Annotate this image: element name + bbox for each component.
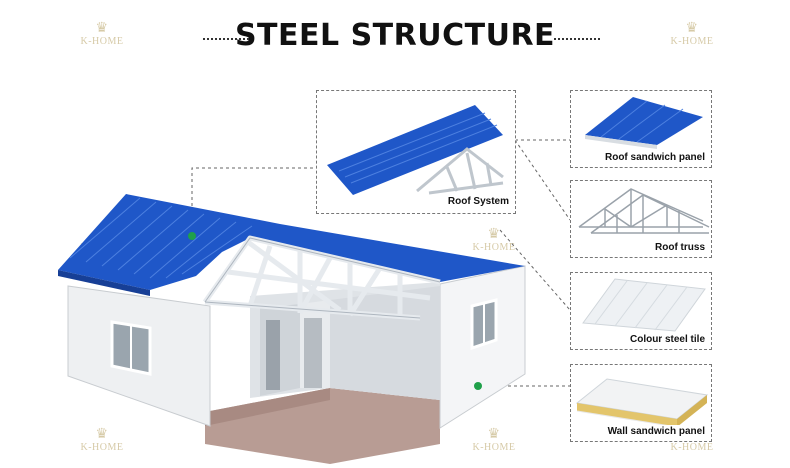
- watermark-logo: ♛K-HOME: [72, 21, 132, 48]
- roof-sandwich-panel-label: Roof sandwich panel: [604, 152, 705, 163]
- house-illustration: [58, 194, 526, 464]
- title-dots-left: [203, 38, 249, 40]
- house-right-wall: [439, 265, 526, 429]
- colour-steel-tile-box: Colour steel tile: [570, 272, 712, 350]
- wall-sandwich-panel-box: Wall sandwich panel: [570, 364, 712, 442]
- roof-sandwich-panel-illustration: [585, 97, 703, 149]
- watermark-logo: ♛K-HOME: [464, 227, 524, 254]
- house-roof: [58, 194, 525, 290]
- roof-system-box: Roof System: [316, 90, 516, 214]
- colour-steel-tile-label: Colour steel tile: [629, 334, 705, 345]
- roof-callout-dot: [188, 232, 196, 240]
- crown-icon: ♛: [685, 21, 699, 36]
- wall-callout-dot: [474, 382, 482, 390]
- roof-truss-label: Roof truss: [655, 242, 705, 253]
- roof-truss-box: Roof truss: [570, 180, 712, 258]
- crown-icon: ♛: [487, 227, 501, 242]
- page-title: STEEL STRUCTURE: [234, 18, 556, 53]
- wall-sandwich-panel-label: Wall sandwich panel: [607, 426, 705, 437]
- colour-steel-tile-illustration: [582, 278, 706, 332]
- title-dots-right: [554, 38, 600, 40]
- crown-icon: ♛: [95, 427, 109, 442]
- wall-sandwich-panel-illustration: [575, 378, 709, 425]
- roof-truss-illustration: [578, 188, 710, 234]
- roof-sandwich-panel-box: Roof sandwich panel: [570, 90, 712, 168]
- watermark-logo: ♛K-HOME: [72, 427, 132, 454]
- crown-icon: ♛: [487, 427, 501, 442]
- crown-icon: ♛: [95, 21, 109, 36]
- roof-system-label: Roof System: [447, 196, 509, 207]
- roof-system-illustration: [327, 105, 504, 195]
- watermark-logo: ♛K-HOME: [464, 427, 524, 454]
- watermark-logo: ♛K-HOME: [662, 21, 722, 48]
